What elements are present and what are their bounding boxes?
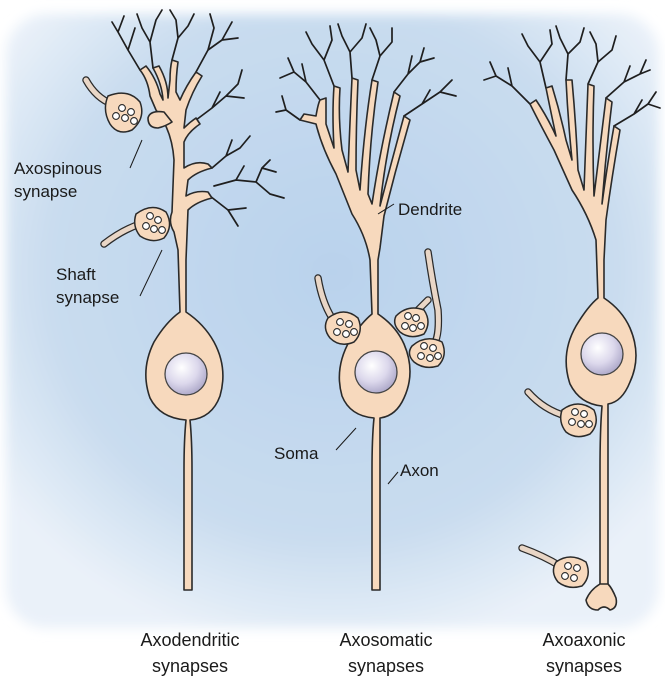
label-shaft-line2: synapse xyxy=(56,288,119,307)
neuron-axosomatic xyxy=(275,23,457,591)
label-axospinous-line2: synapse xyxy=(14,182,77,201)
caption-axoaxonic-line2: synapses xyxy=(546,656,622,676)
vesicles-axosomatic-left xyxy=(333,318,358,338)
caption-axosomatic-line1: Axosomatic xyxy=(339,630,432,650)
shaft-bouton xyxy=(133,206,171,242)
label-shaft-line1: Shaft xyxy=(56,265,96,284)
neuron-axoaxonic xyxy=(483,25,661,611)
vesicles-axoaxonic-upper xyxy=(568,408,593,428)
vesicles-shaft xyxy=(142,212,166,234)
axospinous-bouton xyxy=(104,92,143,133)
dendrite-tree-1 xyxy=(139,59,224,591)
dendrite-branches-1 xyxy=(111,9,285,227)
dendrite-tree-3 xyxy=(529,79,637,589)
nucleus-3 xyxy=(580,332,624,376)
caption-axodendritic-line2: synapses xyxy=(152,656,228,676)
vesicles-axospinous xyxy=(112,104,138,125)
dendrite-branches-2 xyxy=(275,23,457,121)
axoaxonic-bouton-upper xyxy=(559,403,597,438)
dendrite-branches-3 xyxy=(483,25,661,127)
axoaxonic-bouton-lower xyxy=(552,556,589,589)
vesicles-axoaxonic-lower xyxy=(561,562,581,582)
axosomatic-bouton-right-top xyxy=(393,307,429,338)
caption-axodendritic-line1: Axodendritic xyxy=(140,630,239,650)
vesicles-axosomatic-right-top xyxy=(401,312,425,332)
caption-axosomatic-line2: synapses xyxy=(348,656,424,676)
leader-lines xyxy=(129,139,399,485)
axosomatic-bouton-left xyxy=(324,311,361,345)
caption-axoaxonic-line1: Axoaxonic xyxy=(542,630,625,650)
neuron-axodendritic xyxy=(82,9,285,591)
label-soma: Soma xyxy=(274,444,319,463)
label-axospinous-line1: Axospinous xyxy=(14,159,102,178)
nucleus-1 xyxy=(164,352,208,396)
nucleus-2 xyxy=(354,350,398,394)
dendritic-spine xyxy=(147,110,173,129)
label-dendrite: Dendrite xyxy=(398,200,462,219)
axon-terminal xyxy=(585,583,618,611)
label-axon: Axon xyxy=(400,461,439,480)
vesicles-axosomatic-right-bottom xyxy=(417,342,442,362)
